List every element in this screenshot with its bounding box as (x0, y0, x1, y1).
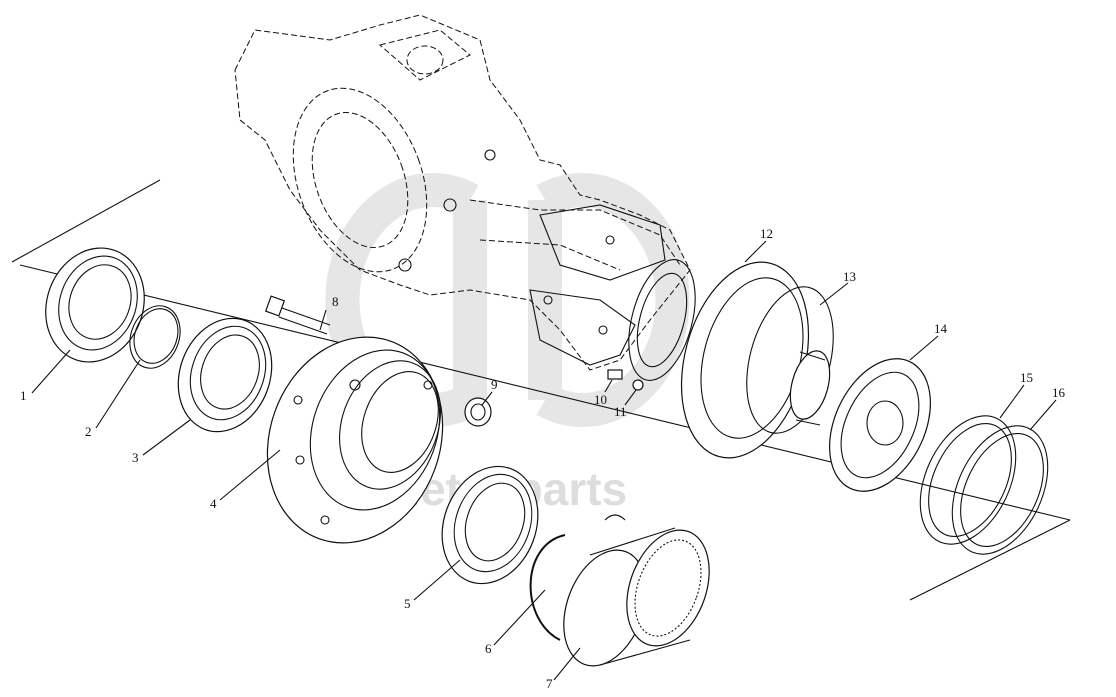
callout-4: 4 (210, 496, 217, 511)
callout-8: 8 (332, 294, 339, 309)
part-6-snap-ring (529, 534, 566, 641)
part-14-disc (829, 358, 931, 492)
callout-1: 1 (20, 388, 27, 403)
axle-housing (234, 14, 696, 381)
part-10-screw (607, 369, 623, 380)
part-11-washer (632, 379, 644, 391)
callout-5: 5 (404, 596, 411, 611)
part-3-bearing (177, 317, 273, 433)
leader-lines (31, 240, 1057, 681)
callout-3: 3 (132, 450, 139, 465)
part-5-bearing (441, 465, 539, 585)
part-9-nut (464, 397, 492, 427)
part-4-wheel-hub (266, 336, 444, 544)
callout-13: 13 (843, 269, 856, 284)
frame-lines (11, 179, 1071, 601)
callout-6: 6 (485, 641, 492, 656)
callout-15: 15 (1020, 370, 1033, 385)
callout-labels: 1 2 3 4 5 6 7 8 9 10 11 12 13 14 15 16 (20, 226, 1066, 691)
callout-10: 10 (594, 392, 607, 407)
part-16-ring (951, 425, 1049, 555)
part-13-carrier (746, 286, 834, 434)
part-15-ring (919, 415, 1017, 545)
part-7-ring-gear (563, 514, 710, 667)
callout-14: 14 (934, 321, 948, 336)
callout-7: 7 (546, 676, 553, 691)
callout-2: 2 (85, 424, 92, 439)
callout-11: 11 (614, 404, 627, 419)
callout-16: 16 (1052, 385, 1066, 400)
callout-12: 12 (760, 226, 773, 241)
callout-9: 9 (491, 377, 498, 392)
part-8-bolt (264, 295, 331, 335)
part-2-o-ring (129, 305, 181, 369)
part-1-oil-seal (45, 247, 145, 363)
